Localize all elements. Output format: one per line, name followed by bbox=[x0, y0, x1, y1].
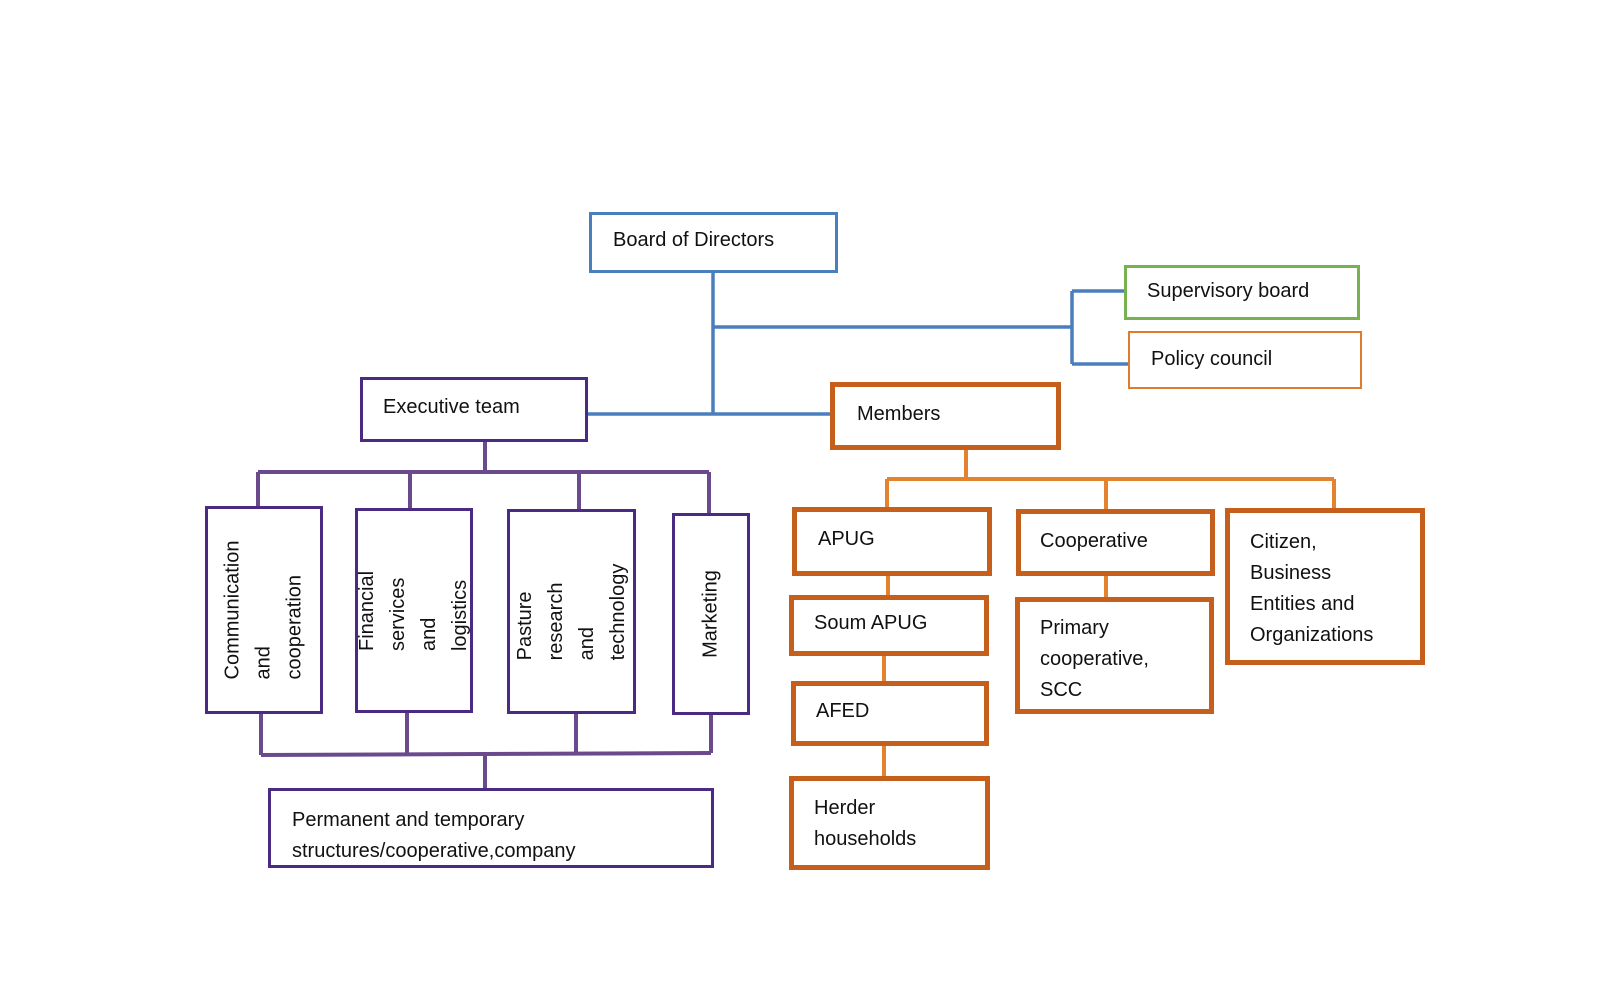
board-of-directors-box: Board of Directors bbox=[589, 212, 838, 273]
afed-box: AFED bbox=[791, 681, 989, 746]
supervisory-board-label: Supervisory board bbox=[1147, 280, 1310, 302]
pasture-research-label: Pasture research and technology bbox=[513, 563, 629, 660]
functions-bus-line bbox=[260, 751, 712, 757]
cooperative-box: Cooperative bbox=[1016, 509, 1215, 576]
apug-box: APUG bbox=[792, 507, 992, 576]
herder-households-box: Herder households bbox=[789, 776, 990, 870]
members-box: Members bbox=[830, 382, 1061, 450]
financial-services-label: Financial services and logistics bbox=[356, 570, 471, 651]
soum-apug-label: Soum APUG bbox=[814, 612, 928, 634]
permanent-structures-label: Permanent and temporary structures/coope… bbox=[292, 809, 576, 862]
marketing-label: Marketing bbox=[699, 570, 722, 658]
communication-label: Communication and cooperation bbox=[221, 540, 306, 680]
financial-services-box: Financial services and logistics bbox=[355, 508, 473, 713]
executive-team-box: Executive team bbox=[360, 377, 588, 442]
cooperative-label: Cooperative bbox=[1040, 530, 1148, 552]
marketing-box: Marketing bbox=[672, 513, 750, 715]
members-label: Members bbox=[857, 403, 941, 425]
citizen-business-box: Citizen, Business Entities and Organizat… bbox=[1225, 508, 1425, 665]
primary-cooperative-box: Primary cooperative, SCC bbox=[1015, 597, 1214, 714]
apug-label: APUG bbox=[818, 528, 875, 550]
afed-label: AFED bbox=[816, 700, 870, 722]
supervisory-board-box: Supervisory board bbox=[1124, 265, 1360, 320]
permanent-structures-box: Permanent and temporary structures/coope… bbox=[268, 788, 714, 868]
communication-box: Communication and cooperation bbox=[205, 506, 323, 714]
pasture-research-box: Pasture research and technology bbox=[507, 509, 636, 714]
primary-cooperative-label: Primary cooperative, SCC bbox=[1040, 617, 1149, 701]
citizen-business-label: Citizen, Business Entities and Organizat… bbox=[1250, 531, 1374, 646]
policy-council-box: Policy council bbox=[1128, 331, 1362, 389]
board-of-directors-label: Board of Directors bbox=[613, 229, 775, 251]
soum-apug-box: Soum APUG bbox=[789, 595, 989, 656]
executive-team-label: Executive team bbox=[383, 396, 520, 418]
policy-council-label: Policy council bbox=[1151, 348, 1273, 370]
herder-households-label: Herder households bbox=[814, 797, 917, 850]
